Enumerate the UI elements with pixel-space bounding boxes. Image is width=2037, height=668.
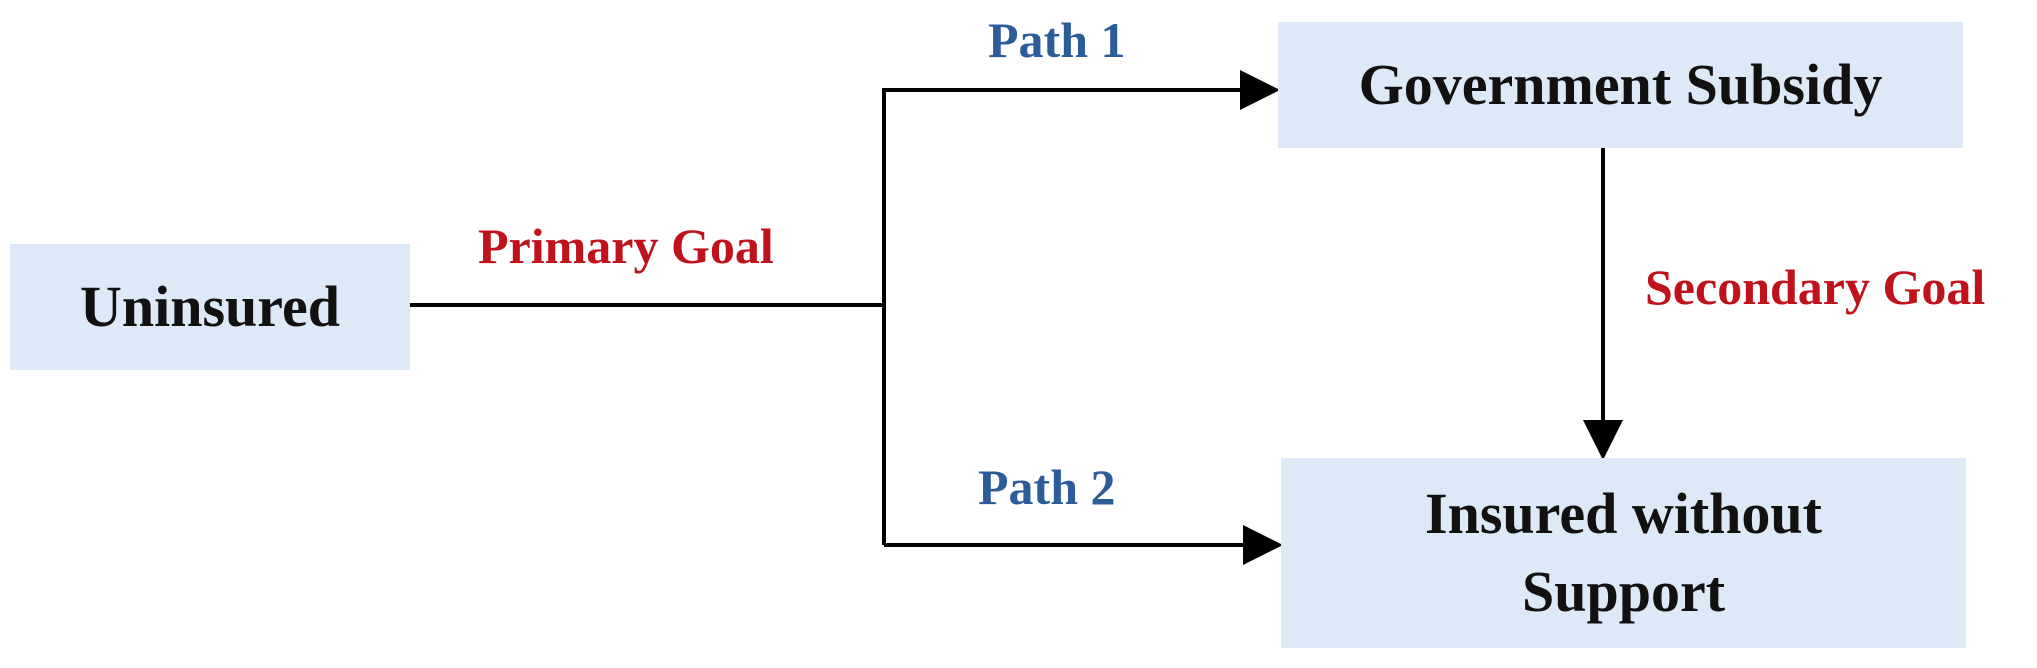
path1-label: Path 1 (988, 12, 1126, 68)
insured-without-support-node: Insured without Support (1281, 458, 1966, 648)
insured-label-line-1: Insured without (1425, 480, 1822, 546)
insured-label-line-2: Support (1521, 559, 1726, 624)
path2-label: Path 2 (978, 459, 1116, 515)
uninsured-node: Uninsured (10, 244, 410, 370)
uninsured-label: Uninsured (79, 273, 341, 339)
government-subsidy-node: Government Subsidy (1278, 22, 1963, 148)
government-subsidy-label: Government Subsidy (1358, 51, 1883, 117)
secondary-goal-label: Secondary Goal (1645, 259, 1986, 315)
primary-goal-label: Primary Goal (478, 218, 774, 274)
